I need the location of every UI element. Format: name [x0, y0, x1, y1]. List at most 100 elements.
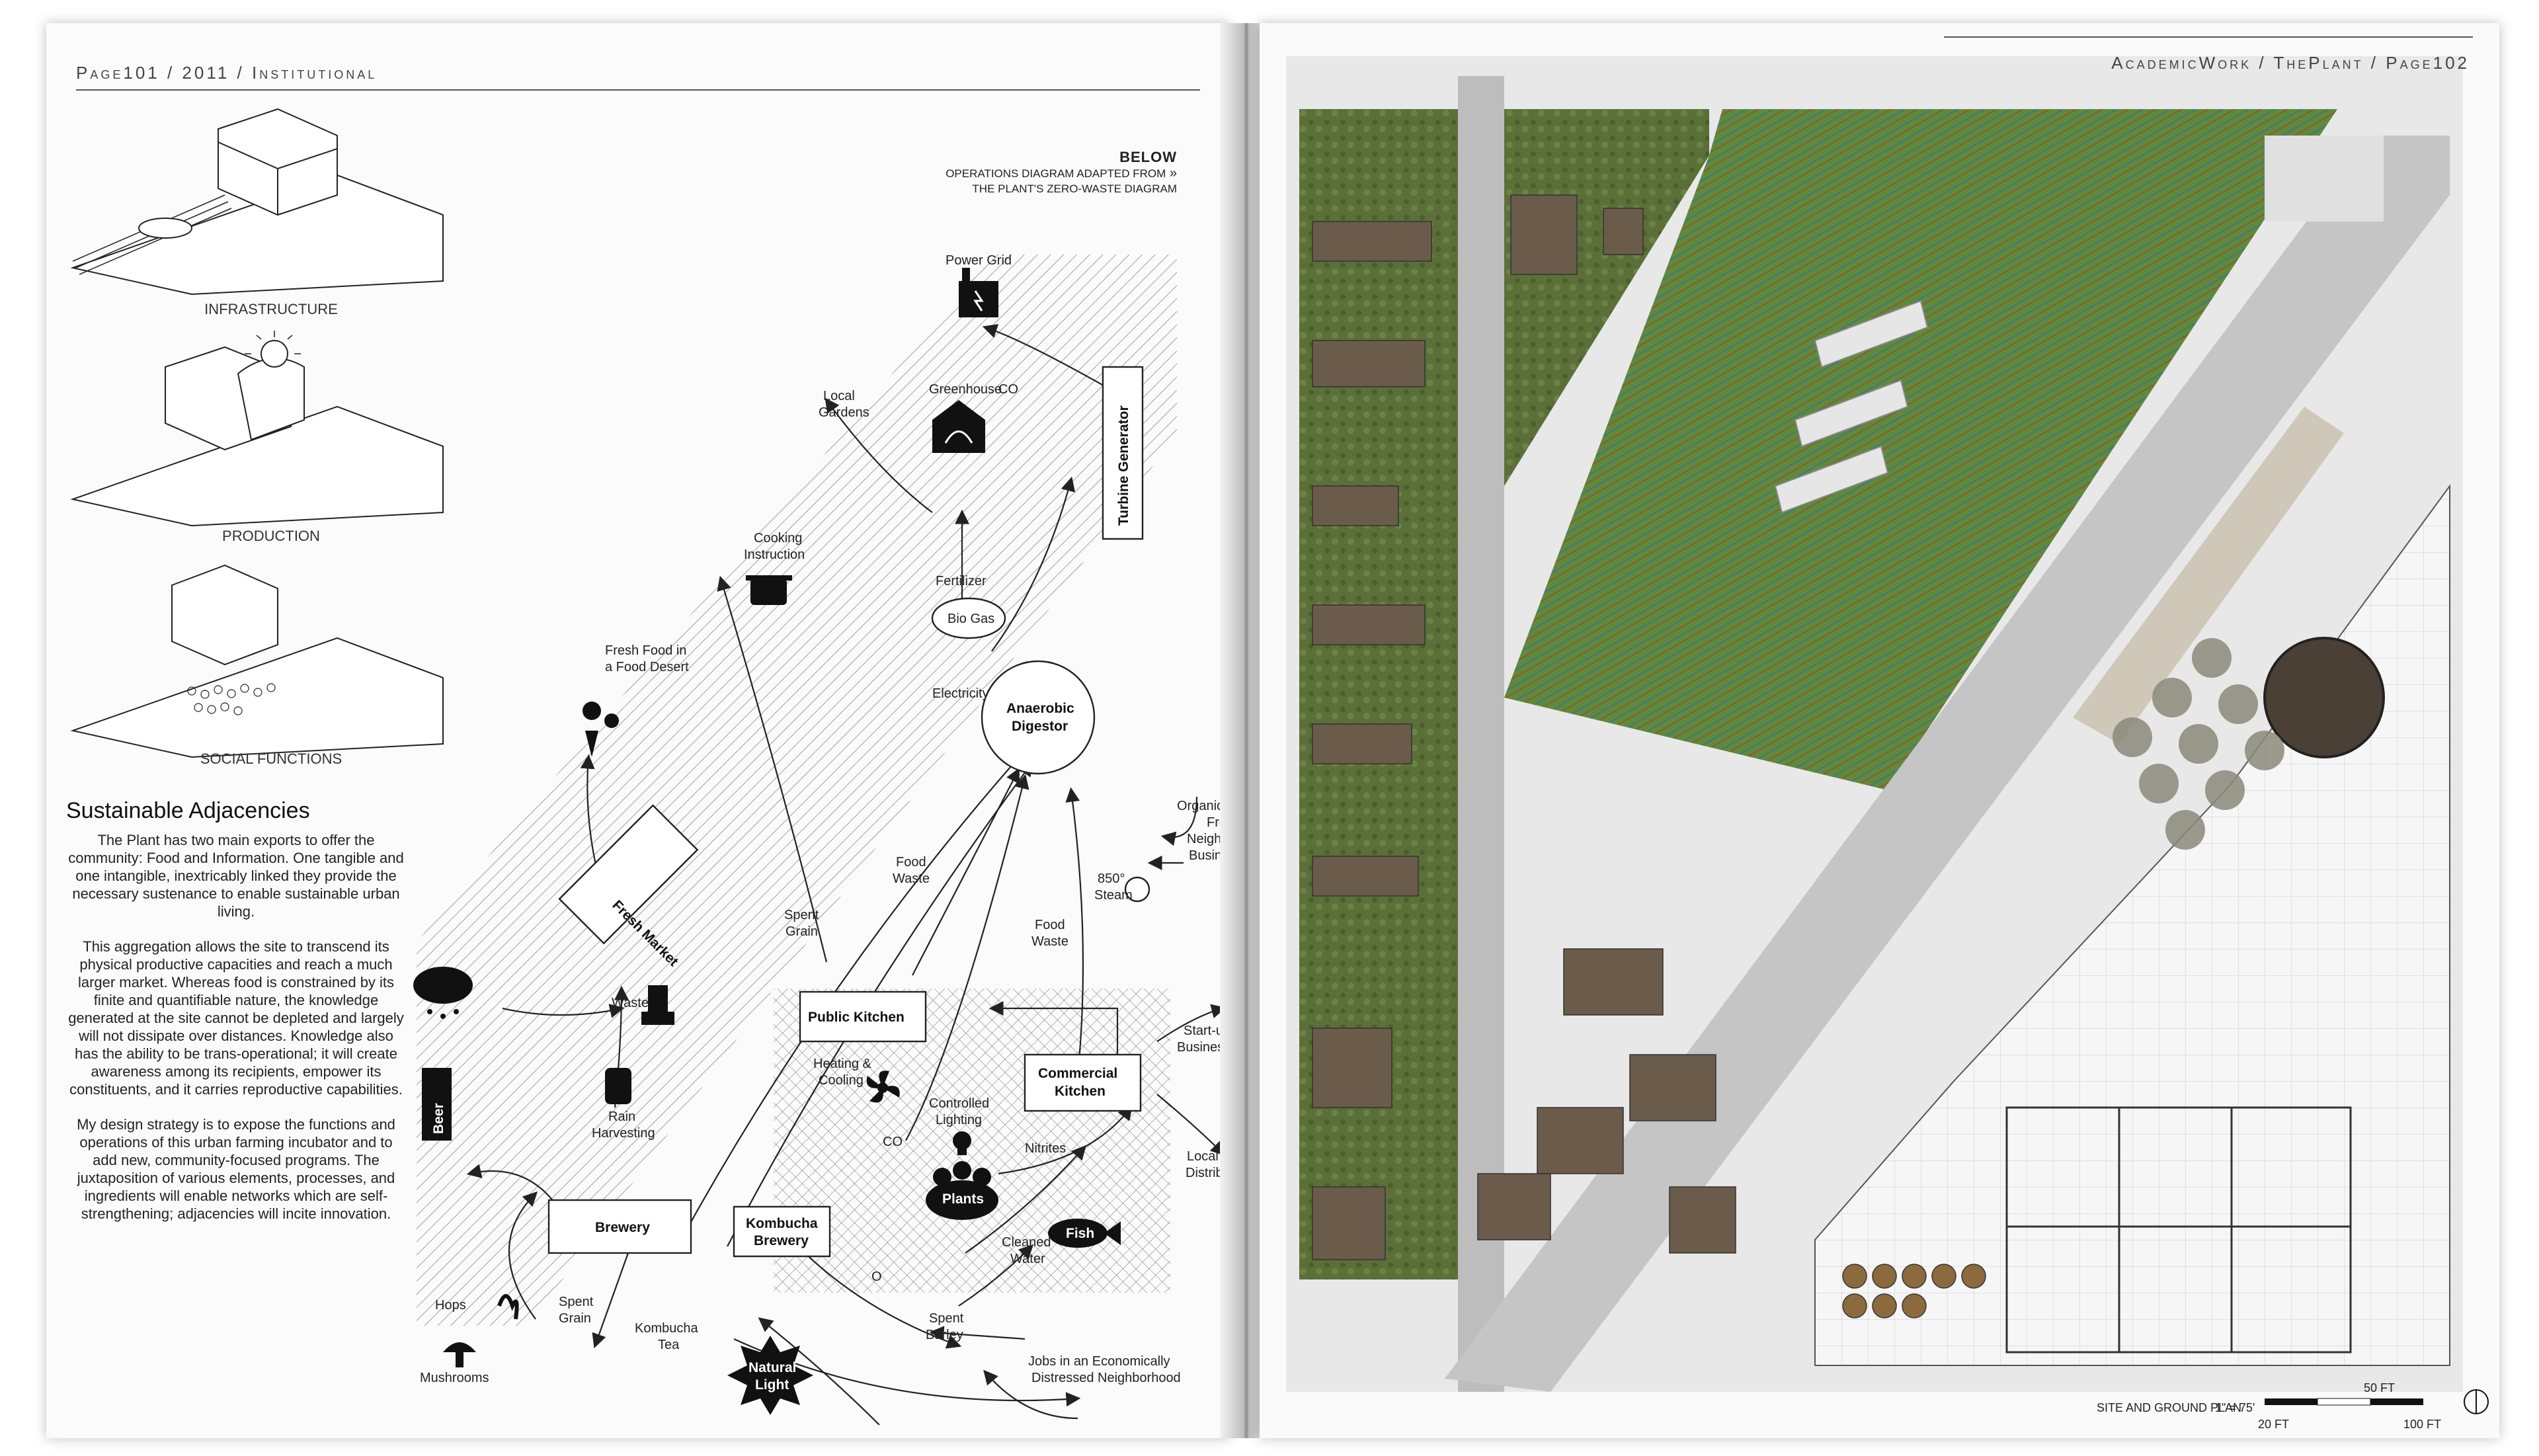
greenhouses: [1774, 300, 1929, 514]
icon-set: [413, 268, 1121, 1415]
commercial-kitchen-label-1: Commercial: [1038, 1066, 1117, 1081]
label-cleaned-2: Water: [1010, 1252, 1045, 1266]
label-spent-grain-2a: Spent: [559, 1295, 594, 1309]
rain-cloud-icon: [413, 967, 473, 1019]
label-organic-2: From: [1207, 815, 1223, 830]
caption-production: Production: [222, 528, 320, 544]
diagram-heading-title: BELOW: [1119, 149, 1177, 165]
site-plan: [1286, 56, 2489, 1414]
label-cooking-2: Instruction: [744, 547, 805, 562]
label-kombucha-tea-1: Kombucha: [635, 1321, 698, 1336]
beer-label: Beer: [431, 1103, 446, 1134]
greenhouse-icon: [932, 400, 985, 453]
label-food-waste-1a: Food: [896, 855, 926, 870]
left-head-rule: [76, 89, 1200, 91]
label-spent-grain-2b: Grain: [559, 1311, 591, 1326]
paragraph-2: This aggregation allows the site to tran…: [68, 938, 404, 1098]
street-trees: [2113, 638, 2284, 850]
label-startup-1: Start-up: [1184, 1024, 1223, 1038]
label-fertilizer: Fertilizer: [936, 574, 987, 588]
kombucha-brewery-label-1: Kombucha: [746, 1216, 818, 1231]
label-heating-1: Heating &: [813, 1057, 871, 1071]
public-kitchen-box: [799, 991, 927, 1043]
left-page: Page101 / 2011 / Institutional: [46, 23, 1230, 1438]
label-local-food-1: Local Food: [1187, 1149, 1223, 1164]
power-grid-icon: [959, 268, 998, 317]
label-steam-1: 850°: [1098, 871, 1125, 886]
label-jobs-2: Distressed Neighborhood: [1031, 1371, 1181, 1385]
brewery-box: [547, 1199, 692, 1254]
label-organic-1: Organic Waste: [1177, 799, 1223, 813]
northeast-parcel: [2265, 136, 2384, 222]
label-jobs-1: Jobs in an Economically: [1028, 1354, 1170, 1369]
label-controlled-2: Lighting: [936, 1113, 982, 1127]
mushroom-icon: [443, 1342, 476, 1367]
commercial-kitchen-label-2: Kitchen: [1055, 1084, 1106, 1099]
body-text: The Plant has two main exports to offer …: [67, 831, 405, 1240]
fresh-market-box: [558, 804, 699, 945]
label-rain-2: Harvesting: [592, 1126, 655, 1141]
label-local-food-2: Distribution: [1186, 1166, 1223, 1180]
kombucha-brewery-box: [733, 1205, 831, 1258]
label-co2-top: CO: [998, 382, 1018, 397]
anaerobic-digestor: [981, 660, 1096, 775]
label-power-grid: Power Grid: [946, 253, 1012, 268]
bio-gas-cloud: [931, 597, 1006, 639]
label-kombucha-tea-2: Tea: [658, 1338, 680, 1352]
north-south-road: [1458, 76, 1504, 1392]
label-bio-gas: Bio Gas: [947, 612, 994, 626]
label-local-gardens-2: Gardens: [819, 405, 869, 420]
label-o2: O: [871, 1270, 882, 1284]
fish-icon: [1048, 1219, 1121, 1248]
turbine-generator-box: [1102, 366, 1144, 540]
label-spent-grain-1a: Spent: [784, 908, 819, 922]
natural-light-label-2: Light: [755, 1377, 789, 1393]
anaerobic-label-2: Digestor: [1012, 719, 1068, 734]
turbine-generator-label: Turbine Generator: [1116, 405, 1131, 526]
label-greenhouse: Greenhouse: [929, 382, 1002, 397]
label-spent-grain-1b: Grain: [786, 924, 818, 939]
sun-icon: [727, 1336, 813, 1415]
diagram-subheading-2: the Plant's zero-waste diagram: [972, 182, 1177, 195]
scale-20ft: 20 FT: [2258, 1418, 2290, 1431]
label-cleaned-1: Cleaned: [1002, 1235, 1051, 1250]
label-electricity: Electricity: [932, 686, 989, 701]
caption-social-functions: Social Functions: [200, 750, 343, 767]
commercial-kitchen-box: [1024, 1053, 1142, 1112]
label-steam-2: Steam: [1094, 888, 1133, 903]
section-title: Sustainable Adjacencies: [66, 798, 310, 823]
right-running-head: AcademicWork / ThePlant / Page102: [2111, 53, 2470, 73]
label-mushrooms: Mushrooms: [420, 1371, 489, 1385]
hops-icon: [497, 1294, 519, 1320]
lightbulb-icon: [953, 1131, 971, 1155]
plants-icon: [926, 1161, 998, 1220]
left-running-head: Page101 / 2011 / Institutional: [76, 63, 378, 83]
plan-title: Site and Ground Plan: [2096, 1401, 2241, 1414]
rain-barrel-icon: [605, 1068, 631, 1104]
anaerobic-digester-tank: [2263, 637, 2385, 758]
label-local-gardens-1: Local: [823, 389, 855, 403]
label-rain-1: Rain: [608, 1110, 635, 1124]
label-organic-3: Neighboring: [1187, 832, 1223, 846]
paragraph-1: The Plant has two main exports to offer …: [68, 832, 404, 920]
left-neighborhood: [1299, 109, 1458, 1279]
fish-label: Fish: [1066, 1226, 1094, 1241]
operations-diagram: Fresh Market Public Kitchen Commercial K…: [413, 253, 1223, 1425]
label-hops: Hops: [435, 1298, 466, 1313]
hatched-zone: [417, 255, 1177, 1326]
paragraph-3: My design strategy is to expose the func…: [77, 1116, 395, 1222]
label-cooking-1: Cooking: [754, 531, 802, 546]
label-waste: Waste: [612, 996, 649, 1010]
label-spent-barley-2: Barley: [926, 1328, 963, 1342]
label-fresh-food-2: a Food Desert: [605, 660, 689, 674]
interior-walls: [2005, 1106, 2352, 1354]
urban-farm: [1504, 109, 2337, 790]
label-spent-barley-1: Spent: [929, 1311, 964, 1326]
label-food-waste-1b: Waste: [893, 871, 930, 886]
diagram-heading: BELOW Operations diagram adapted from » …: [853, 149, 1177, 196]
label-co2-mid: CO: [883, 1135, 903, 1149]
pedestrian-walkway: [2073, 407, 2344, 744]
right-head-rule: [1944, 36, 2473, 38]
plants-label: Plants: [942, 1192, 984, 1207]
